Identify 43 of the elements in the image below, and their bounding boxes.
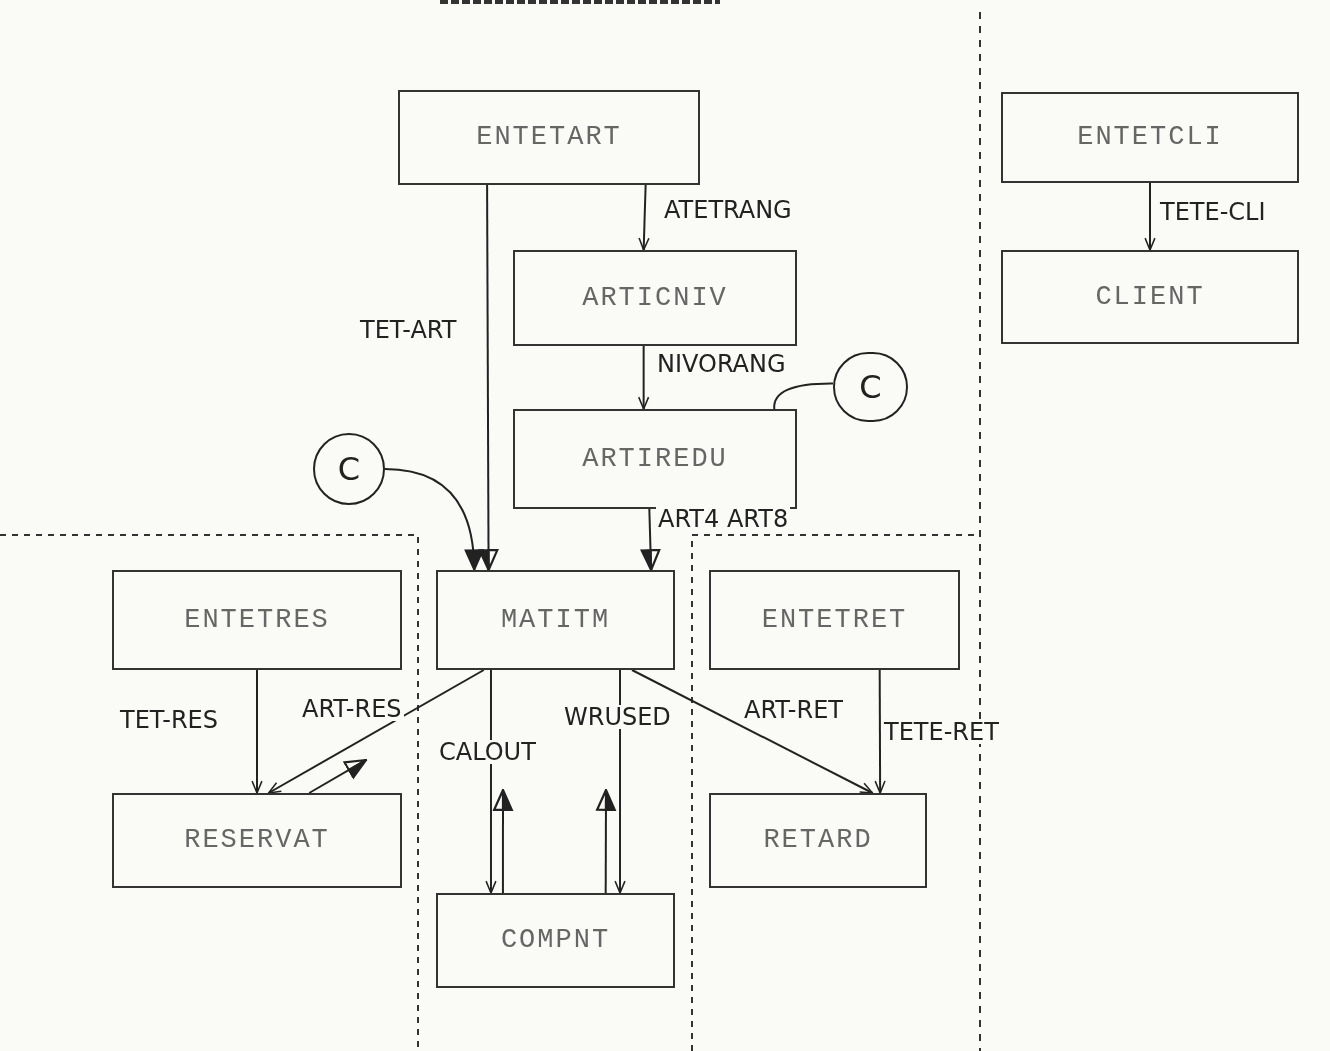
record-name: ARTICNIV: [582, 284, 728, 312]
arrow: [485, 669, 497, 894]
record-name: MATITM: [500, 606, 611, 634]
arrow: [251, 669, 263, 794]
connector-letter: C: [859, 371, 882, 403]
arrow: [384, 468, 484, 571]
connector-letter: C: [337, 453, 361, 485]
record-box: [709, 570, 960, 670]
record-box: [436, 570, 675, 670]
record-box: [513, 409, 797, 509]
record-box: [112, 793, 402, 888]
arrow: [638, 184, 650, 251]
record-box: [112, 570, 402, 670]
arrow: [308, 758, 368, 794]
record-name: ENTETRES: [184, 606, 330, 634]
record-box: [1001, 250, 1299, 344]
edge-label: CALOUT: [437, 740, 538, 764]
edge-label: WRUSED: [562, 705, 673, 729]
record-box: [398, 90, 700, 185]
arrow: [637, 345, 650, 410]
record-name: ARTIREDU: [582, 445, 728, 473]
record-name: RETARD: [763, 827, 873, 854]
record-name: COMPNT: [500, 927, 611, 954]
arrow: [874, 669, 886, 794]
arrow: [614, 669, 626, 894]
record-box: [513, 250, 797, 346]
edge-label: TETE-RET: [882, 720, 1001, 744]
arrow: [596, 788, 616, 894]
record-box: [1001, 92, 1299, 183]
arrow: [640, 508, 661, 572]
record-box: [709, 793, 927, 888]
arrow: [493, 788, 513, 894]
arrow: [631, 669, 874, 794]
edge-label: ART-RES: [300, 697, 404, 721]
record-name: ENTETART: [476, 124, 622, 151]
record-name: ENTETCLI: [1077, 124, 1223, 151]
record-box: [436, 893, 675, 988]
arrow: [478, 184, 499, 572]
record-name: CLIENT: [1095, 283, 1205, 311]
record-name: ENTETRET: [761, 606, 908, 634]
arrow: [1144, 182, 1156, 251]
record-name: RESERVAT: [184, 827, 330, 854]
arrow: [267, 669, 485, 794]
